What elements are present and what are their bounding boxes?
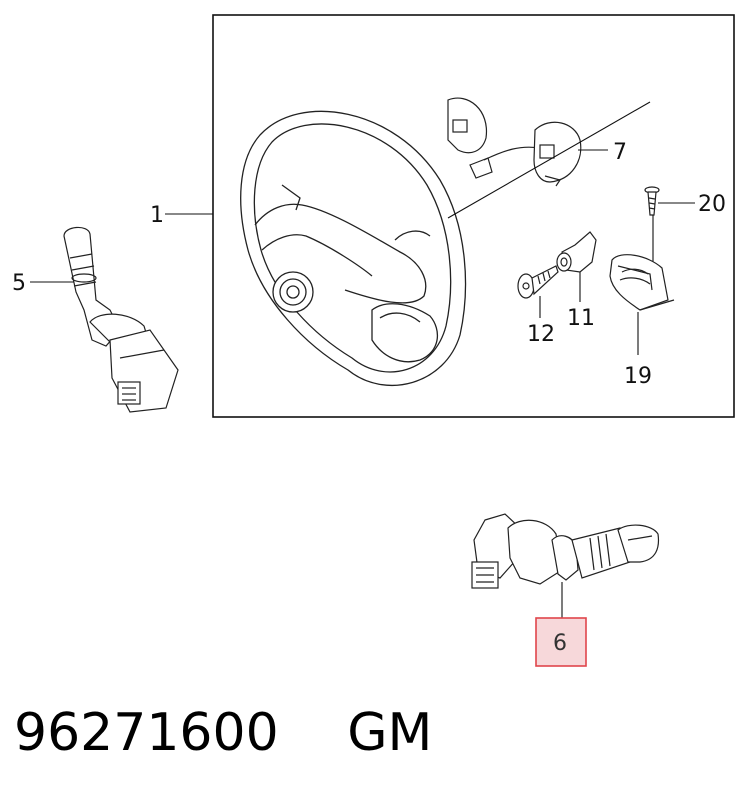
callout-6-highlight-box — [535, 617, 587, 667]
part-20-screw — [644, 186, 660, 216]
wheel-switch-right — [533, 121, 582, 187]
brand-name: GM — [347, 703, 433, 763]
part-11-nut — [556, 231, 597, 273]
part-12-bolt — [517, 265, 559, 299]
callout-7: 7 — [613, 140, 627, 165]
callout-5: 5 — [12, 271, 26, 296]
callout-12: 12 — [527, 322, 555, 347]
wheel-switch-upper — [447, 97, 541, 179]
part-5-switch — [63, 226, 179, 413]
callout-20: 20 — [698, 192, 726, 217]
part-19-switch — [609, 254, 675, 311]
callout-11: 11 — [567, 306, 595, 331]
part-number-footer: 96271600 GM — [14, 698, 432, 768]
callout-1: 1 — [150, 203, 164, 228]
callout-6: 6 — [553, 631, 567, 656]
steering-wheel-drawing — [240, 110, 467, 386]
callout-19: 19 — [624, 364, 652, 389]
part-6-switch — [471, 513, 660, 589]
leader-7-wheel — [447, 101, 651, 219]
steering-wheel-assembly-frame — [212, 14, 735, 418]
part-number: 96271600 — [14, 703, 279, 763]
